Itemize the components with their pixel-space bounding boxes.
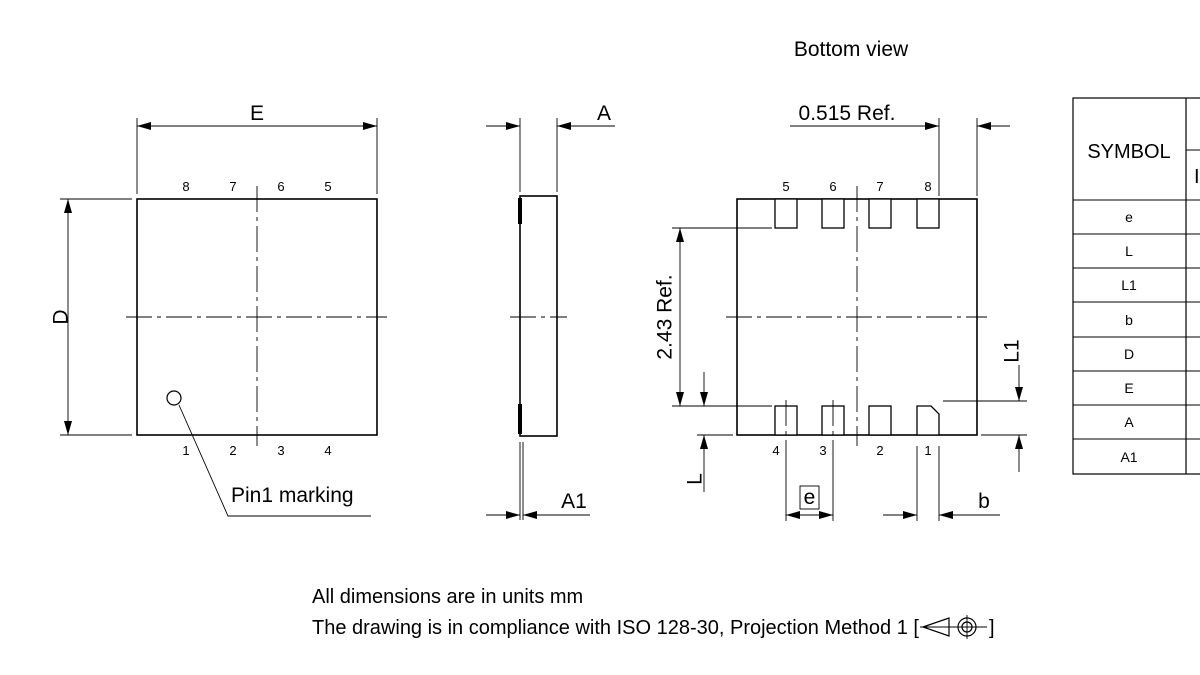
dim-d-label: D bbox=[50, 309, 73, 324]
symbol-table-cell: e bbox=[1125, 209, 1133, 225]
pin1-leader bbox=[178, 404, 371, 517]
dim-e-pitch-arrow-left bbox=[786, 511, 800, 519]
pad-1 bbox=[916, 405, 940, 436]
dim-b-label: b bbox=[978, 490, 990, 513]
top-pin-label: 4 bbox=[324, 443, 331, 458]
dim-a-label: A bbox=[597, 102, 611, 125]
dim-b-arrow-right bbox=[939, 511, 953, 519]
dim-a1-arrow-right bbox=[523, 511, 537, 519]
bottom-view: Bottom view 5 6 7 8 4 3 2 1 0.515 Ref. bbox=[654, 38, 1027, 521]
dim-e-arrow-right bbox=[363, 122, 377, 130]
bottom-view-title: Bottom view bbox=[794, 38, 909, 61]
side-lead-bottom bbox=[518, 404, 522, 434]
dim-a1-label: A1 bbox=[561, 490, 587, 513]
top-pin-label: 5 bbox=[324, 179, 331, 194]
bottom-pin-label: 5 bbox=[782, 179, 789, 194]
symbol-table-cropped-char: I bbox=[1194, 166, 1200, 188]
pad-2 bbox=[868, 405, 892, 436]
symbol-table-header: SYMBOL bbox=[1087, 141, 1170, 163]
symbol-table-border bbox=[1072, 97, 1200, 475]
dim-ref-top-label: 0.515 Ref. bbox=[799, 102, 896, 125]
bottom-pin-label: 1 bbox=[924, 443, 931, 458]
bottom-pin-label: 6 bbox=[829, 179, 836, 194]
dim-e-arrow-left bbox=[137, 122, 151, 130]
dim-e-pitch-label: e bbox=[804, 486, 816, 509]
dim-e-pitch-arrow-right bbox=[819, 511, 833, 519]
dim-l-arrow-top bbox=[700, 392, 708, 406]
pad-7 bbox=[868, 198, 892, 229]
top-pin-label: 6 bbox=[277, 179, 284, 194]
note-compliance-text: The drawing is in compliance with ISO 12… bbox=[312, 617, 919, 639]
pin1-dot bbox=[166, 390, 182, 406]
dim-ref-top-arrow-right bbox=[977, 122, 991, 130]
note-units: All dimensions are in units mm bbox=[312, 586, 584, 608]
top-pin-label: 1 bbox=[182, 443, 189, 458]
note-compliance: The drawing is in compliance with ISO 12… bbox=[312, 614, 995, 640]
pad-8 bbox=[916, 198, 940, 229]
dim-l1-arrow-bottom bbox=[1015, 435, 1023, 449]
symbol-table-cell: L bbox=[1125, 243, 1133, 259]
symbol-table-cell: L1 bbox=[1121, 277, 1137, 293]
symbol-table-cell: D bbox=[1124, 346, 1134, 362]
dim-ref-top-arrow-left bbox=[925, 122, 939, 130]
dim-ref-side-arrow-top bbox=[676, 228, 684, 242]
bottom-pin-label: 3 bbox=[819, 443, 826, 458]
dim-l1-arrow-top bbox=[1015, 387, 1023, 401]
symbol-table-cell: A1 bbox=[1120, 449, 1137, 465]
bottom-pin-label: 2 bbox=[876, 443, 883, 458]
dim-ref-side-arrow-bottom bbox=[676, 392, 684, 406]
top-pin-label: 2 bbox=[229, 443, 236, 458]
top-pin-label: 7 bbox=[229, 179, 236, 194]
dim-d-arrow-bottom bbox=[64, 421, 72, 435]
dim-a-arrow-left bbox=[506, 122, 520, 130]
symbol-table-cell: A bbox=[1124, 414, 1134, 430]
dim-a1-arrow-left bbox=[506, 511, 520, 519]
dim-a-arrow-right bbox=[557, 122, 571, 130]
pin1-marking-label: Pin1 marking bbox=[231, 484, 354, 507]
bottom-pin-label: 8 bbox=[924, 179, 931, 194]
symbol-table-cell: E bbox=[1124, 380, 1133, 396]
side-view: A A1 bbox=[486, 102, 615, 520]
symbol-table-cell: b bbox=[1125, 312, 1133, 328]
bottom-pin-label: 7 bbox=[876, 179, 883, 194]
top-pin-label: 3 bbox=[277, 443, 284, 458]
dim-l1-label: L1 bbox=[1001, 339, 1024, 362]
dim-e-label: E bbox=[250, 102, 264, 125]
dim-d-arrow-top bbox=[64, 199, 72, 213]
side-view-body bbox=[519, 195, 558, 437]
pad-5 bbox=[774, 198, 798, 229]
pad-6 bbox=[821, 198, 845, 229]
dim-l-arrow-bottom bbox=[700, 435, 708, 449]
top-view: Pin1 marking E D 8 7 6 5 1 2 3 4 bbox=[50, 102, 387, 517]
dim-b-arrow-left bbox=[903, 511, 917, 519]
bottom-pin-label: 4 bbox=[772, 443, 779, 458]
first-angle-projection-icon bbox=[919, 615, 987, 639]
note-compliance-bracket: ] bbox=[988, 617, 995, 639]
dim-l-label: L bbox=[684, 473, 707, 485]
symbol-table: SYMBOL I e L L1 b D E A A1 bbox=[1072, 97, 1200, 475]
dim-ref-side-label: 2.43 Ref. bbox=[654, 274, 677, 359]
top-pin-label: 8 bbox=[182, 179, 189, 194]
side-lead-top bbox=[518, 198, 522, 224]
dim-e-pitch-box bbox=[799, 485, 820, 510]
